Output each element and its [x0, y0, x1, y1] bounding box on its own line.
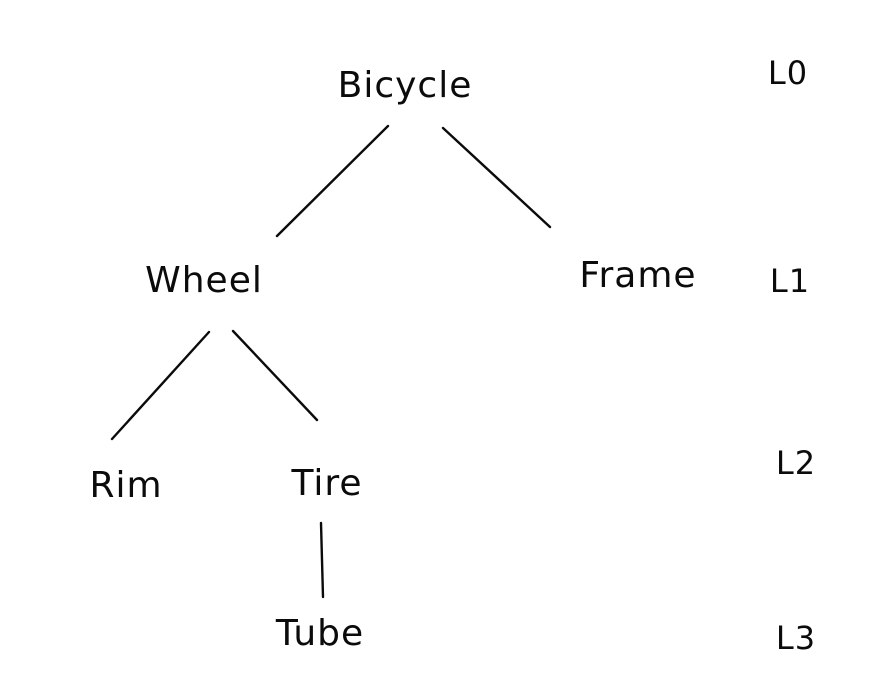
- edge-wheel-tire: [231, 329, 319, 422]
- node-tire: Tire: [291, 463, 363, 504]
- node-frame: Frame: [579, 255, 697, 296]
- node-wheel: Wheel: [145, 260, 263, 301]
- level-label-l1: L1: [769, 262, 811, 300]
- edge-bicycle-wheel: [275, 124, 390, 238]
- edge-tire-tube: [319, 521, 325, 599]
- node-rim: Rim: [89, 465, 163, 506]
- level-label-l2: L2: [775, 444, 817, 482]
- level-label-l0: L0: [767, 54, 809, 92]
- node-bicycle: Bicycle: [337, 65, 473, 106]
- edge-bicycle-frame: [441, 126, 552, 229]
- edge-wheel-rim: [110, 330, 211, 441]
- node-tube: Tube: [275, 613, 365, 654]
- level-label-l3: L3: [775, 619, 817, 657]
